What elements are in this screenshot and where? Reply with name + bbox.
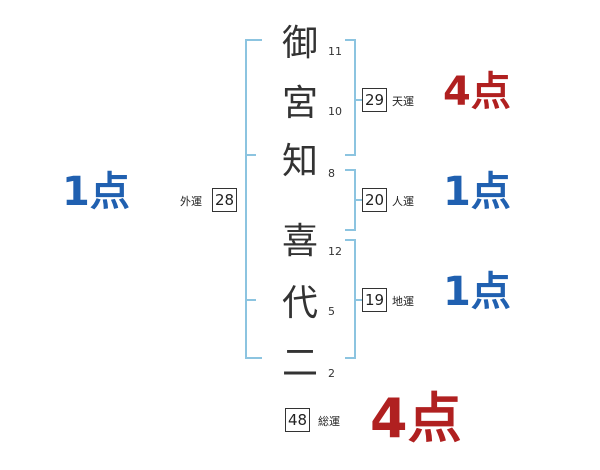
jin-value-box: 20 — [362, 188, 387, 212]
sou-label: 総運 — [318, 415, 340, 428]
stroke-count-2: 10 — [328, 105, 342, 118]
sou-score: 4点 — [370, 387, 462, 450]
gai-score: 1点 — [62, 169, 130, 215]
stroke-count-1: 11 — [328, 45, 342, 58]
ten-score: 4点 — [443, 69, 511, 115]
sou-value-box: 48 — [285, 408, 310, 432]
gai-value-box: 28 — [212, 188, 237, 212]
ten-value-box: 29 — [362, 88, 387, 112]
jin-bracket — [345, 169, 356, 231]
chi-value-box: 19 — [362, 288, 387, 312]
stroke-count-5: 5 — [328, 305, 335, 318]
name-char-2: 宮 — [281, 83, 318, 124]
jin-label: 人運 — [392, 195, 414, 208]
chi-label: 地運 — [392, 295, 414, 308]
ten-bracket — [345, 39, 356, 156]
chi-bracket — [345, 239, 356, 359]
chi-score: 1点 — [443, 269, 511, 315]
name-char-6: 二 — [281, 343, 318, 384]
jin-score: 1点 — [443, 169, 511, 215]
name-char-1: 御 — [281, 23, 318, 64]
ten-label: 天運 — [392, 95, 414, 108]
stroke-count-6: 2 — [328, 367, 335, 380]
gai-label: 外運 — [180, 195, 202, 208]
stroke-count-4: 12 — [328, 245, 342, 258]
gai-bracket — [245, 39, 262, 359]
name-char-5: 代 — [281, 283, 318, 324]
name-char-4: 喜 — [281, 221, 318, 262]
stroke-count-3: 8 — [328, 167, 335, 180]
name-char-3: 知 — [281, 141, 318, 182]
